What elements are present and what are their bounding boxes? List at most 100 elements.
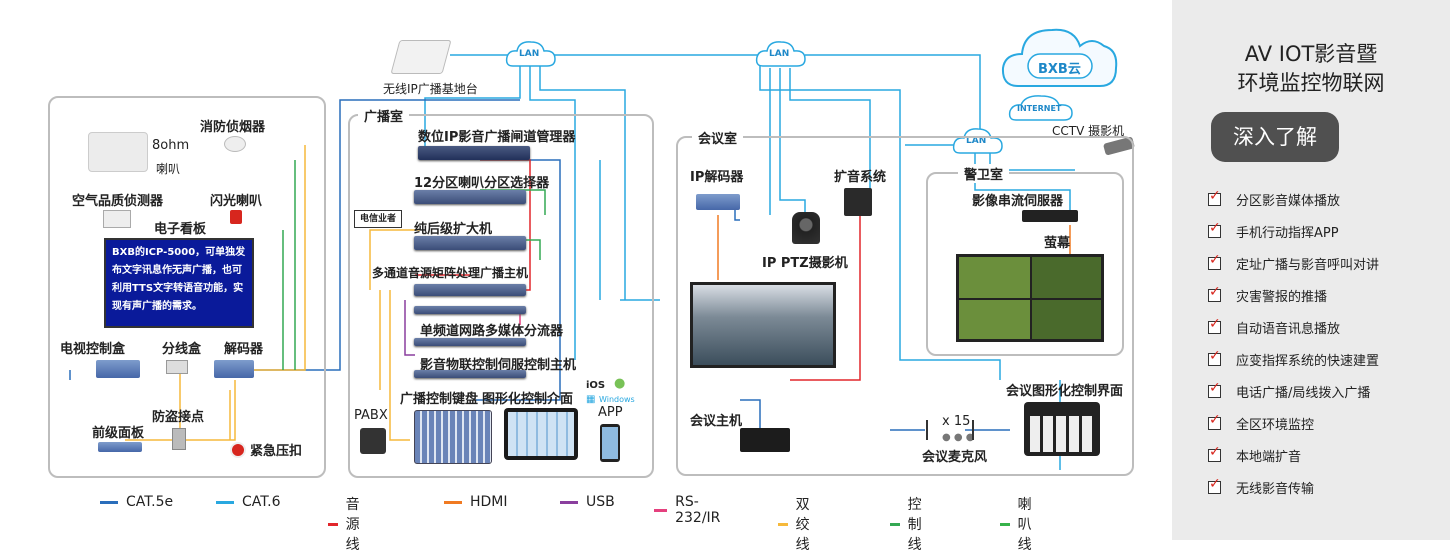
legend-swatch <box>444 500 462 504</box>
meeting-screen <box>690 282 836 368</box>
mic-dots: ● ● ● <box>942 432 975 443</box>
gateway-device <box>418 146 530 160</box>
legend-swatch <box>890 522 900 526</box>
checkbox-icon <box>1208 476 1221 494</box>
phone-app-device <box>600 424 620 462</box>
meeting-gui-label: 会议图形化控制界面 <box>1006 384 1124 399</box>
legend-label: RS-232/IR <box>675 494 721 526</box>
checkbox-icon <box>1208 380 1221 398</box>
windows-icon: ▦ <box>586 394 596 405</box>
feature-label: 定址广播与影音呼叫对讲 <box>1236 258 1380 273</box>
air-sensor <box>103 210 131 228</box>
meeting-gui-panel <box>1024 402 1100 456</box>
iot-host-label: 影音物联控制伺服控制主机 <box>420 358 577 373</box>
legend-swatch <box>778 522 788 526</box>
gui-label: 图形化控制介面 <box>482 392 574 407</box>
smoke-detector <box>224 136 246 152</box>
ptz-camera-label: IP PTZ摄影机 <box>762 256 848 271</box>
phone-device <box>360 428 386 454</box>
legend-item: RS-232/IR <box>654 494 725 526</box>
stream-server-label: 影像串流伺服器 <box>972 194 1064 209</box>
legend-item: USB <box>560 494 615 510</box>
feature-label: 应变指挥系统的快速建置 <box>1236 354 1380 369</box>
legend-label: CAT.5e <box>126 494 174 510</box>
streamer-label: 单频道网路多媒体分流器 <box>420 324 564 339</box>
feature-label: 本地端扩音 <box>1236 450 1302 465</box>
mic-device-1 <box>926 420 940 440</box>
decoder-label: 解码器 <box>224 342 264 357</box>
checkbox-icon <box>1208 412 1221 430</box>
checkbox-icon <box>1208 284 1221 302</box>
anti-theft-device <box>172 428 186 450</box>
checkbox-icon <box>1208 188 1221 206</box>
feature-item: 无线影音传输 <box>1208 476 1315 497</box>
cctv-label: CCTV 摄影机 <box>1052 124 1125 138</box>
legend-label: 双绞线 <box>795 497 810 553</box>
wifi-ap-device <box>390 40 452 74</box>
meeting-room-title: 会议室 <box>692 128 744 147</box>
legend-swatch <box>100 500 118 504</box>
feature-item: 分区影音媒体播放 <box>1208 188 1340 209</box>
decoder-box <box>214 360 254 378</box>
matrix-device <box>414 284 526 296</box>
iot-host-device <box>414 370 526 378</box>
internet-cloud: INTERNET <box>1008 92 1074 122</box>
meeting-room-panel <box>676 136 1134 476</box>
zone-selector-label: 12分区喇叭分区选择器 <box>414 176 550 191</box>
learn-more-button[interactable]: 深入了解 <box>1211 112 1339 162</box>
front-panel-device <box>98 442 142 452</box>
legend-label: 音源线 <box>345 497 360 553</box>
emergency-label: 紧急压扣 <box>250 444 303 459</box>
feature-label: 灾害警报的推播 <box>1236 290 1328 305</box>
streamer-device-1 <box>414 306 526 314</box>
feature-label: 电话广播/局线拨入广播 <box>1236 386 1371 401</box>
speaker-device <box>88 132 148 172</box>
feature-item: 全区环境监控 <box>1208 412 1315 433</box>
sidebar-title-line1: AV IOT影音暨 <box>1244 42 1378 66</box>
speaker-label: 喇叭 <box>156 162 181 176</box>
lan-label: LAN <box>769 49 790 59</box>
keyboard-device <box>414 410 492 464</box>
front-panel-label: 前级面板 <box>92 426 145 441</box>
feature-label: 自动语音讯息播放 <box>1236 322 1341 337</box>
gui-tablet <box>504 408 578 460</box>
zone-selector-device <box>414 190 526 204</box>
strobe-horn-label: 闪光喇叭 <box>210 194 263 209</box>
air-quality-label: 空气品质侦测器 <box>72 194 164 209</box>
legend-item: 喇叭线 <box>1000 494 1040 554</box>
internet-label: INTERNET <box>1017 104 1062 113</box>
android-icon: ● <box>614 376 626 391</box>
feature-label: 全区环境监控 <box>1236 418 1315 433</box>
splitter-label: 分线盒 <box>162 342 202 357</box>
anti-theft-label: 防盗接点 <box>152 410 205 425</box>
lan-label: LAN <box>519 49 540 59</box>
building-panel <box>48 96 326 478</box>
telecom-box: 电信业者 <box>354 210 402 228</box>
lan-cloud-1: LAN <box>505 38 557 68</box>
checkbox-icon <box>1208 316 1221 334</box>
checkbox-icon <box>1208 252 1221 270</box>
legend-label: CAT.6 <box>242 494 281 510</box>
feature-label: 无线影音传输 <box>1236 482 1315 497</box>
legend-label: HDMI <box>470 494 508 510</box>
emergency-button <box>230 442 246 458</box>
legend-swatch <box>328 522 338 526</box>
amp-speaker <box>844 188 872 216</box>
legend-label: 喇叭线 <box>1017 497 1032 553</box>
wifi-ap-label: 无线IP广播基地台 <box>383 82 478 96</box>
sidebar-title-line2: 环境监控物联网 <box>1237 71 1385 95</box>
legend-item: 控制线 <box>890 494 930 554</box>
connection-lines <box>69 54 1075 470</box>
sidebar-title: AV IOT影音暨 环境监控物联网 <box>1172 40 1450 98</box>
ip-decoder-label: IP解码器 <box>690 170 744 185</box>
lan-cloud-3: LAN <box>952 125 1004 155</box>
e-board-screen: BXB的ICP-5000，可单独发布文字讯息作无声广播，也可利用TTS文字转语音… <box>104 238 254 328</box>
e-board-text: BXB的ICP-5000，可单独发布文字讯息作无声广播，也可利用TTS文字转语音… <box>112 247 246 312</box>
windows-label: Windows <box>599 395 635 404</box>
legend-swatch <box>216 500 234 504</box>
strobe-device <box>230 210 242 224</box>
feature-item: 自动语音讯息播放 <box>1208 316 1341 337</box>
feature-item: 手机行动指挥APP <box>1208 220 1339 241</box>
guard-screen-label: 萤幕 <box>1044 236 1071 251</box>
legend-label: 控制线 <box>907 497 922 553</box>
